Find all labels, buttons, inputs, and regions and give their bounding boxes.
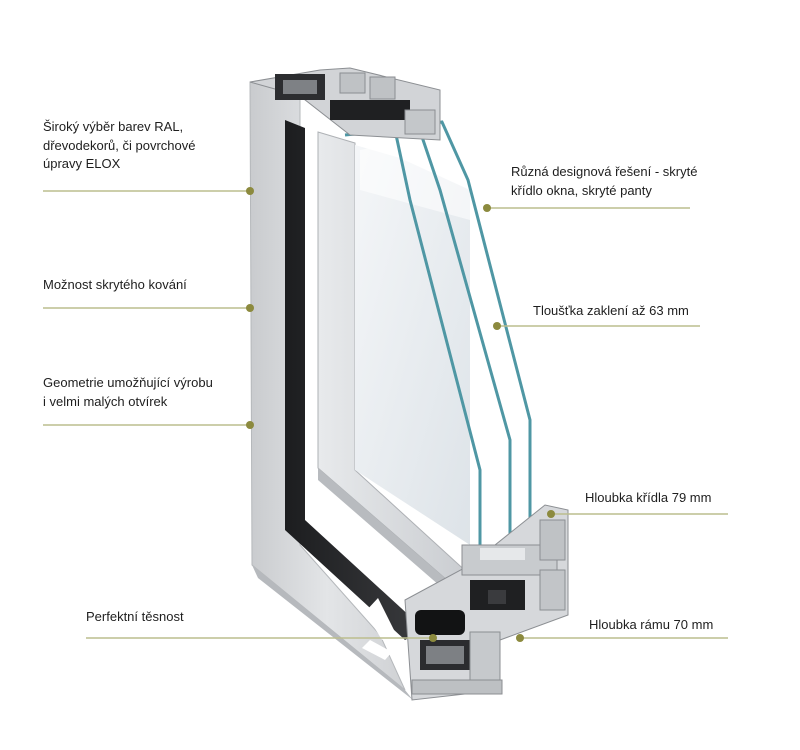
callout-text: Geometrie umožňující výrobu xyxy=(43,375,213,390)
callout-text: Perfektní těsnost xyxy=(86,609,184,624)
callout-frame-depth: Hloubka rámu 70 mm xyxy=(589,616,713,635)
callout-text: Hloubka rámu 70 mm xyxy=(589,617,714,632)
callout-text: Široký výběr barev RAL, xyxy=(43,119,184,134)
callout-text: Možnost skrytého kování xyxy=(43,277,187,292)
callout-hidden-hardware: Možnost skrytého kování xyxy=(43,276,187,295)
callout-dot xyxy=(483,204,491,212)
callout-text: úpravy ELOX xyxy=(43,156,121,171)
logo-mark-icon xyxy=(362,598,395,660)
top-profile-section xyxy=(249,67,441,141)
callout-text: Tloušťka zaklení až 63 mm xyxy=(533,303,689,318)
callout-design-solutions: Různá designová řešení - skryté křídlo o… xyxy=(511,163,697,200)
callout-dot xyxy=(493,322,501,330)
callout-lines xyxy=(43,190,728,639)
callout-dot xyxy=(246,421,254,429)
glazing xyxy=(355,140,470,545)
callout-dots xyxy=(246,187,555,642)
callout-text: křídlo okna, skryté panty xyxy=(511,182,652,198)
callout-dot xyxy=(516,634,524,642)
callout-text: Různá designová řešení - skryté xyxy=(511,164,698,179)
callout-dot xyxy=(429,634,437,642)
callout-dot xyxy=(547,510,555,518)
callout-glazing-thickness: Tloušťka zaklení až 63 mm xyxy=(533,302,689,321)
callout-tightness: Perfektní těsnost xyxy=(86,608,184,627)
callout-small-openings: Geometrie umožňující výrobu i velmi malý… xyxy=(43,374,213,411)
callout-dot xyxy=(246,187,254,195)
callout-text: Hloubka křídla 79 mm xyxy=(585,490,712,505)
callout-sash-depth: Hloubka křídla 79 mm xyxy=(585,489,711,508)
callout-text: dřevodekorů, či povrchové xyxy=(43,137,196,153)
bottom-profile-section xyxy=(404,504,569,701)
callout-text: i velmi malých otvírek xyxy=(43,393,168,409)
callout-ral-colors: Široký výběr barev RAL, dřevodekorů, či … xyxy=(43,118,195,174)
callout-dot xyxy=(246,304,254,312)
